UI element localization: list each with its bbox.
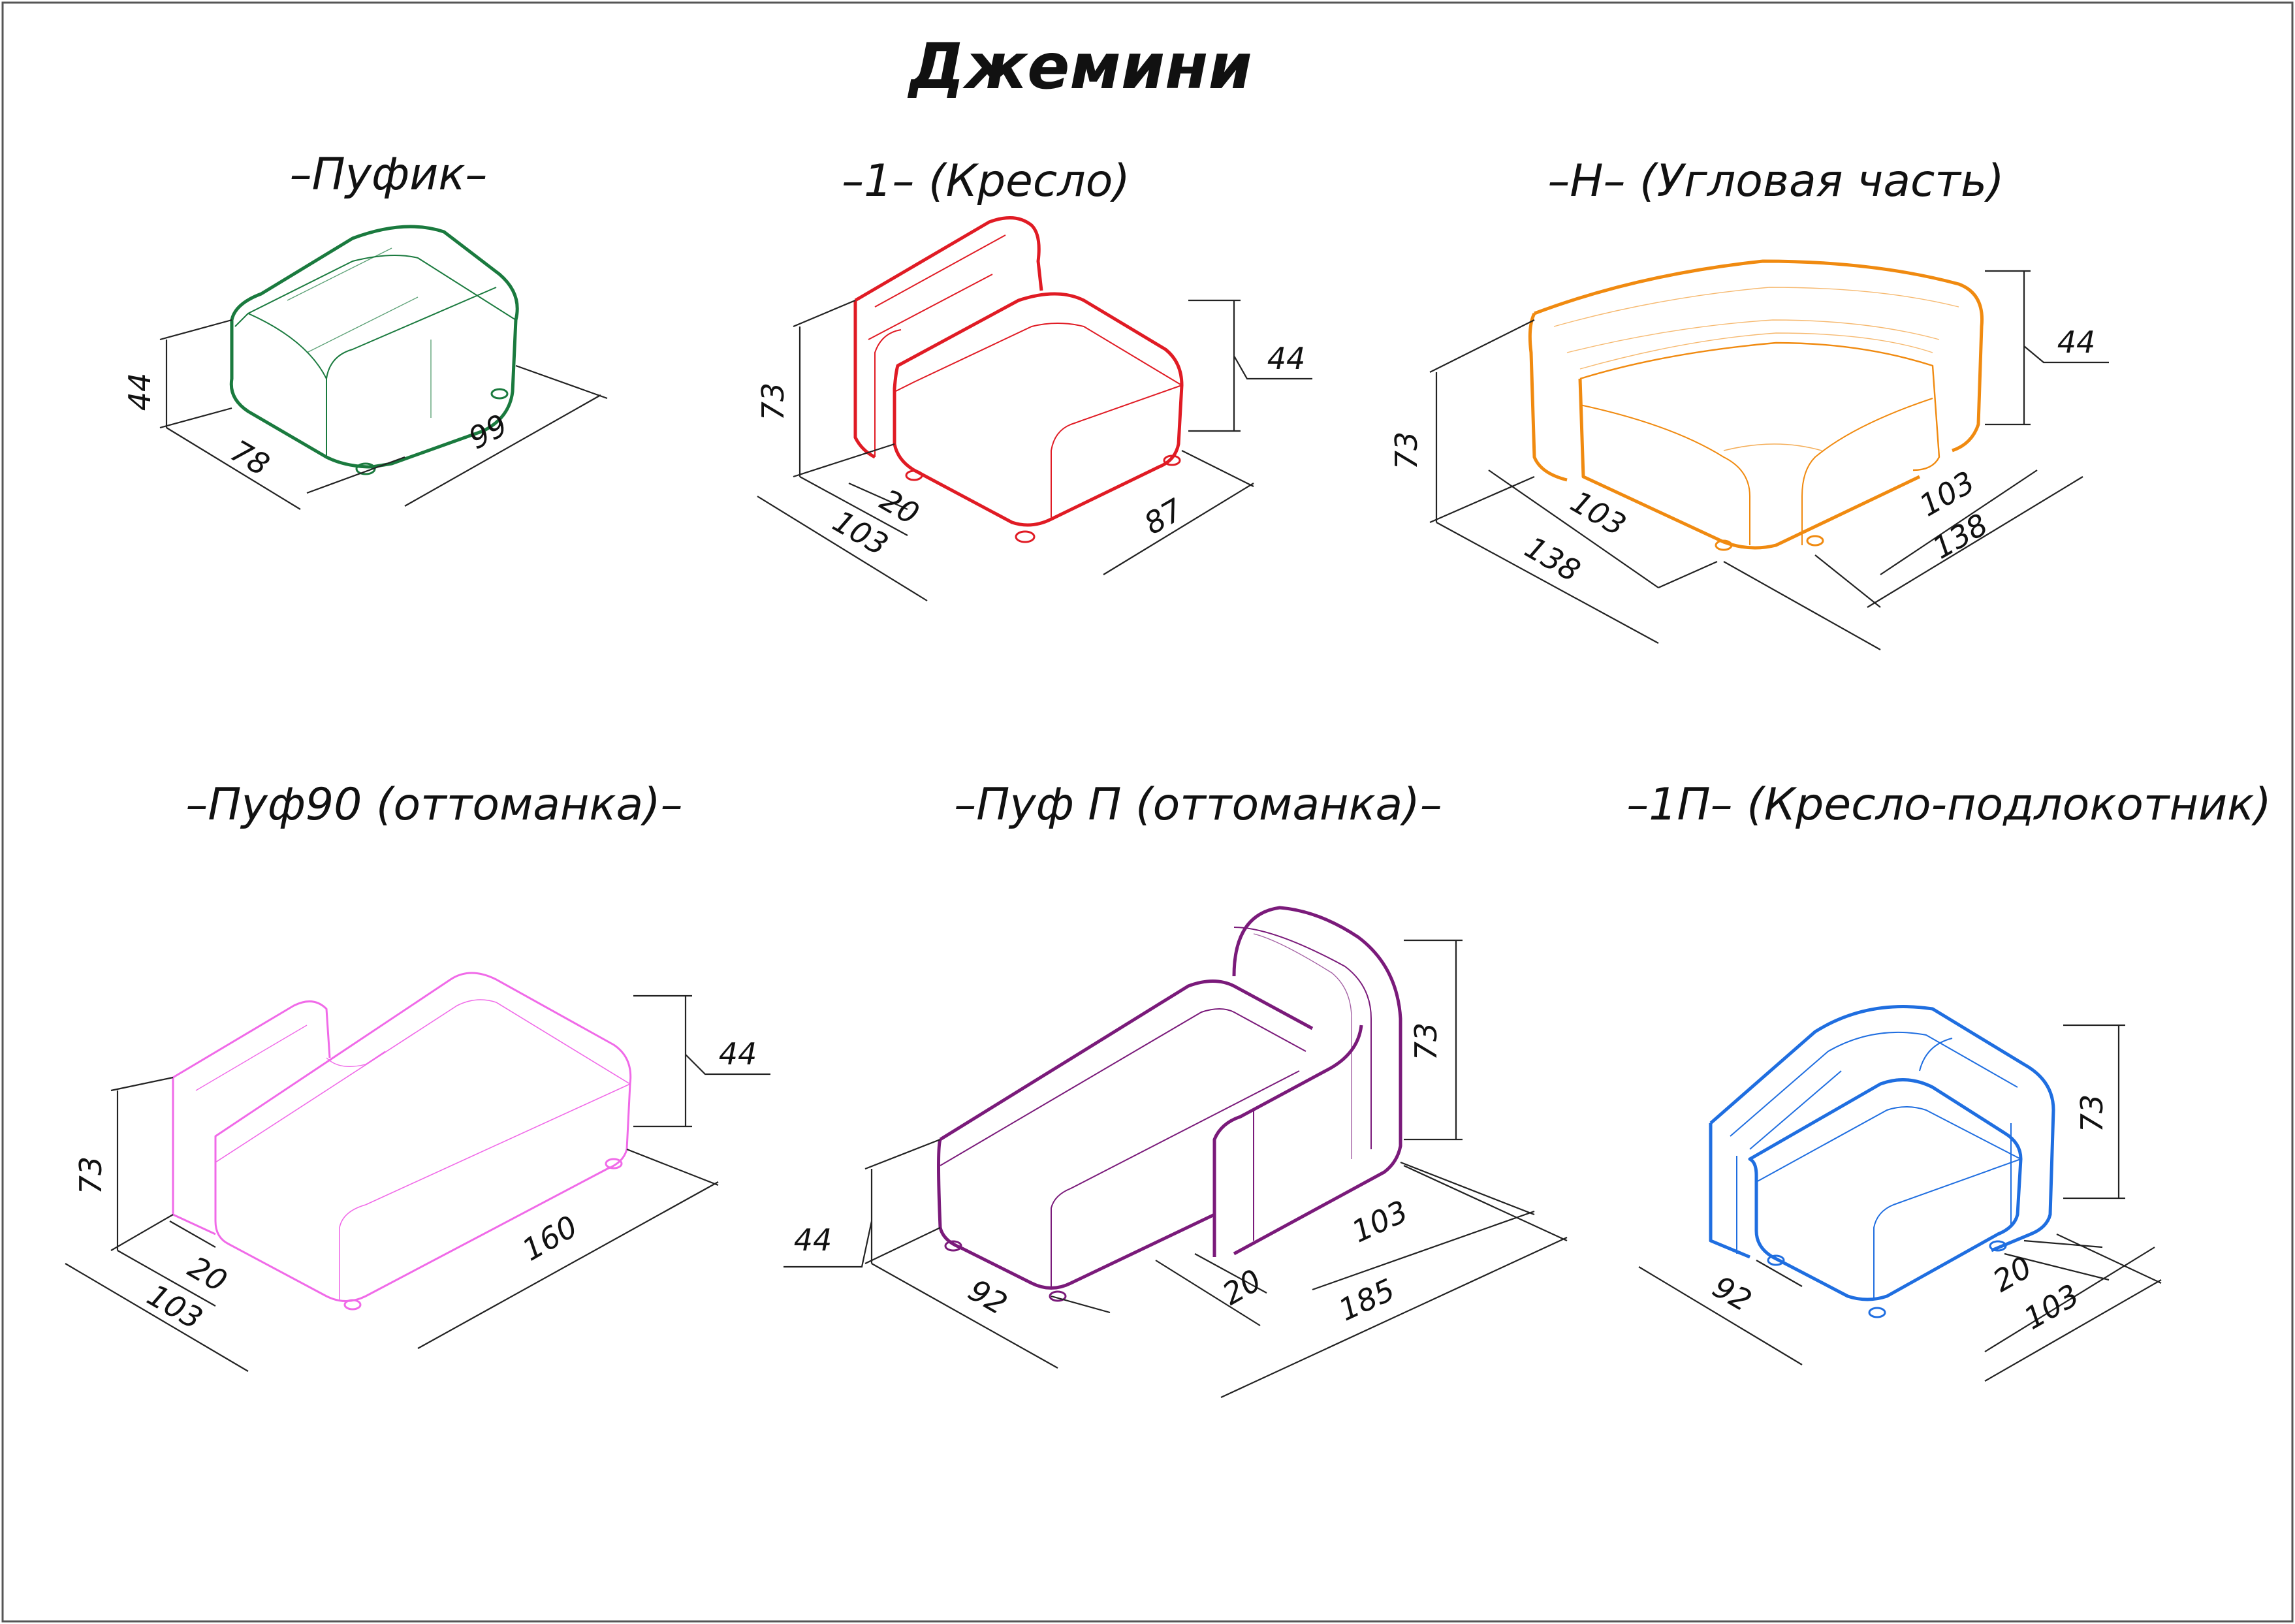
svg-text:44: 44 [719,1036,757,1072]
svg-text:73: 73 [1408,1023,1444,1061]
svg-text:20: 20 [874,482,925,532]
module-corner: –Н– (Угловая часть) 44 73 103 103 138 13… [1389,155,2109,650]
module-pufP: –Пуф П (оттоманка)– 73 44 103 92 20 1 [783,779,1568,1398]
pufP-drawing [937,906,1402,1302]
svg-text:44: 44 [122,373,157,411]
svg-text:138: 138 [1519,530,1586,589]
module-kreslo: –1– (Кресло) 73 44 20 103 87 [755,155,1312,601]
pufik-dimensions: 44 78 99 [122,319,608,510]
svg-text:103: 103 [2018,1277,2085,1337]
module-title: –Пуф90 (оттоманка)– [185,779,682,831]
svg-text:44: 44 [794,1222,832,1258]
puf90-drawing [172,972,632,1311]
page-title: Джемини [907,30,1252,103]
module-title: –Н– (Угловая часть) [1547,155,2004,207]
pufP-dimensions: 73 44 103 92 20 185 [783,939,1568,1398]
corner-dimensions: 44 73 103 103 138 138 [1389,270,2109,650]
module-puf90: –Пуф90 (оттоманка)– 44 73 20 103 160 [65,779,770,1372]
svg-text:78: 78 [225,433,276,483]
svg-text:20: 20 [1987,1249,2038,1299]
module-title: –1П– (Кресло-подлокотник) [1626,779,2271,831]
svg-text:103: 103 [1346,1193,1413,1249]
svg-text:73: 73 [755,383,791,421]
module-kresloP: –1П– (Кресло-подлокотник) 73 92 20 103 [1626,779,2271,1382]
pufik-drawing [229,225,519,475]
svg-text:44: 44 [1267,341,1306,376]
svg-text:73: 73 [2074,1094,2110,1133]
kresloP-drawing [1709,1005,2055,1318]
svg-text:103: 103 [1564,484,1632,543]
module-pufik: –Пуфик– 44 78 99 [122,149,608,510]
svg-text:160: 160 [516,1209,583,1268]
svg-text:73: 73 [1389,432,1424,470]
svg-text:73: 73 [73,1156,108,1195]
svg-text:92: 92 [1707,1269,1758,1318]
svg-text:92: 92 [962,1272,1013,1322]
svg-text:44: 44 [2057,325,2096,360]
module-title: –Пуфик– [290,149,488,200]
module-title: –1– (Кресло) [842,155,1130,207]
puf90-dimensions: 44 73 20 103 160 [65,995,770,1372]
kreslo-dimensions: 73 44 20 103 87 [755,299,1312,601]
module-title: –Пуф П (оттоманка)– [954,779,1442,831]
svg-text:87: 87 [1138,492,1189,541]
corner-drawing [1528,259,1984,551]
